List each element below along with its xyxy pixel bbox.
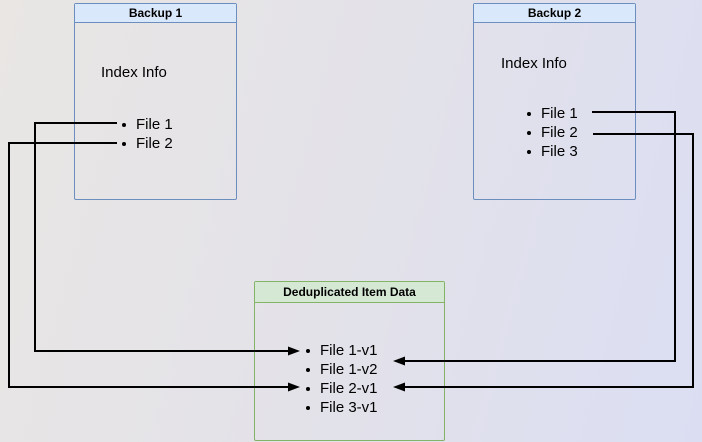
list-item: File 2 <box>527 123 578 142</box>
backup2-box: Backup 2 Index Info File 1 File 2 File 3 <box>473 3 636 200</box>
dedup-title: Deduplicated Item Data <box>255 282 444 303</box>
dedup-file-list: File 1-v1 File 1-v2 File 2-v1 File 3-v1 <box>306 341 378 417</box>
list-item: File 2 <box>122 134 173 153</box>
list-item: File 3 <box>527 142 578 161</box>
deduplicated-item-data-box: Deduplicated Item Data File 1-v1 File 1-… <box>254 281 445 441</box>
backup1-title: Backup 1 <box>75 4 236 23</box>
list-item: File 1-v1 <box>306 341 378 360</box>
list-item: File 1 <box>527 104 578 123</box>
backup2-file-list: File 1 File 2 File 3 <box>527 104 578 161</box>
list-item: File 2-v1 <box>306 379 378 398</box>
backup1-subtitle: Index Info <box>101 64 167 81</box>
backup2-subtitle: Index Info <box>501 55 567 72</box>
list-item: File 3-v1 <box>306 398 378 417</box>
backup2-title: Backup 2 <box>474 4 635 23</box>
backup1-box: Backup 1 Index Info File 1 File 2 <box>74 3 237 200</box>
list-item: File 1-v2 <box>306 360 378 379</box>
backup1-file-list: File 1 File 2 <box>122 115 173 153</box>
list-item: File 1 <box>122 115 173 134</box>
